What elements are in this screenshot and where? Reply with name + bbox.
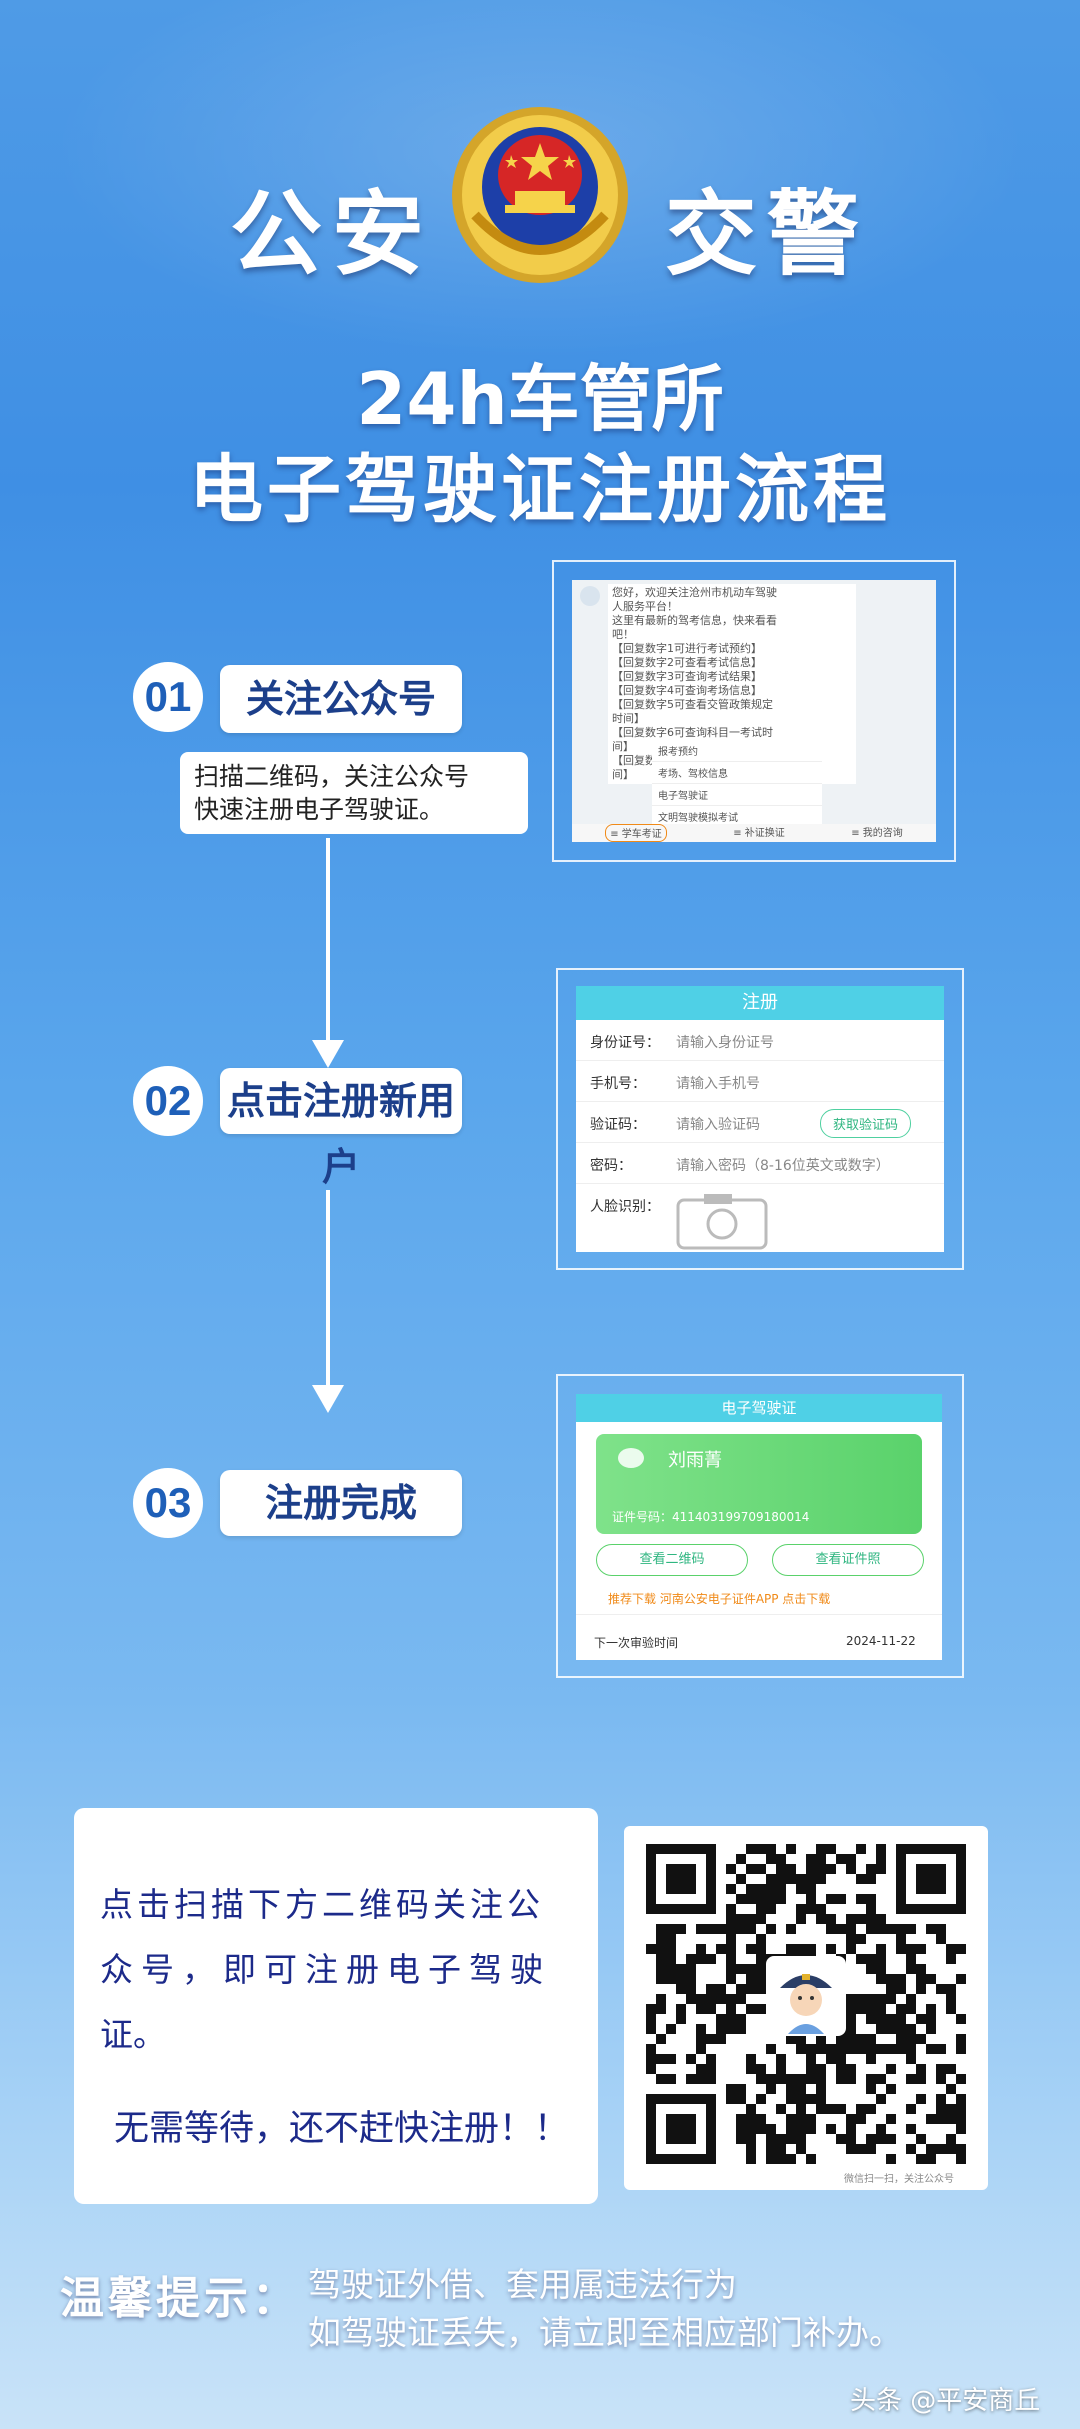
wechat-bottom-tabs: ≡ 学车考证 ≡ 补证换证 ≡ 我的咨询 <box>572 824 936 842</box>
register-row-face: 人脸识别： <box>576 1184 944 1252</box>
phone-label: 手机号： <box>590 1076 646 1092</box>
wechat-tab: ≡ 学车考证 <box>605 824 667 842</box>
chat-line: 【回复数字1可进行考试预约】 <box>612 642 762 655</box>
car-icon <box>618 1448 644 1468</box>
arrow-1-shaft <box>326 838 330 1043</box>
step1-number: 01 <box>133 662 203 732</box>
chat-avatar <box>580 586 600 606</box>
screenshot3-license: 电子驾驶证 刘雨菁 证件号码：411403199709180014 查看二维码 … <box>576 1394 942 1660</box>
step3-number: 03 <box>133 1468 203 1538</box>
wechat-menu-item: 报考预约 <box>652 740 822 762</box>
arrow-2-shaft <box>326 1190 330 1385</box>
arrow-2-head <box>312 1385 344 1413</box>
wechat-tab: ≡ 我的咨询 <box>851 828 903 839</box>
chat-line: 【回复数字5可查看交管政策规定 <box>612 698 773 711</box>
step2-label: 点击注册新用户 <box>220 1068 462 1189</box>
license-title-bar: 电子驾驶证 <box>576 1394 942 1422</box>
tip-label: 温馨提示： <box>60 2273 300 2324</box>
download-tip: 推荐下载 河南公安电子证件APP 点击下载 <box>608 1592 831 1606</box>
code-input: 请输入验证码 <box>676 1117 760 1133</box>
chat-line: 【回复数字2可查看考试信息】 <box>612 656 762 669</box>
step1-description: 扫描二维码，关注公众号 快速注册电子驾驶证。 <box>180 752 528 834</box>
qr-code-card[interactable]: 微信扫一扫，关注公众号 <box>624 1826 988 2190</box>
license-holder-name: 刘雨菁 <box>668 1450 722 1471</box>
divider <box>576 1614 942 1615</box>
license-cert-number: 证件号码：411403199709180014 <box>612 1510 810 1524</box>
tip-line1: 驾驶证外借、套用属违法行为 <box>308 2265 737 2304</box>
next-review-date: 2024-11-22 <box>846 1634 916 1648</box>
next-review-label: 下一次审验时间 <box>594 1636 679 1650</box>
register-row-password: 密码： 请输入密码（8-16位英文或数字） <box>576 1143 944 1184</box>
wechat-menu-popup: 报考预约考场、驾校信息电子驾驶证文明驾驶模拟考试 <box>652 740 822 828</box>
register-row-idcard: 身份证号： 请输入身份证号 <box>576 1020 944 1061</box>
get-code-button: 获取验证码 <box>820 1109 912 1138</box>
police-emblem-icon <box>452 107 628 283</box>
chat-line: 吧！ <box>612 628 634 641</box>
source-watermark: 头条 @平安商丘 <box>850 2386 1041 2416</box>
wechat-menu-item: 考场、驾校信息 <box>652 762 822 784</box>
view-cert-button: 查看证件照 <box>772 1544 924 1576</box>
step3-label: 注册完成 <box>220 1470 462 1536</box>
qr-caption: 微信扫一扫，关注公众号 <box>844 2174 954 2185</box>
camera-icon <box>676 1194 768 1250</box>
idcard-label: 身份证号： <box>590 1035 660 1051</box>
step2-number: 02 <box>133 1066 203 1136</box>
header-right-word: 交警 <box>665 181 870 288</box>
chat-line: 人服务平台！ <box>612 600 678 613</box>
bottom-info-card: 点击扫描下方二维码关注公 众号，即可注册电子驾驶 证。 无需等待，还不赶快注册！… <box>74 1808 598 2204</box>
password-label: 密码： <box>590 1158 632 1174</box>
register-row-phone: 手机号： 请输入手机号 <box>576 1061 944 1102</box>
page-title-line1: 24h车管所 <box>356 357 724 441</box>
step1-desc-line2: 快速注册电子驾驶证。 <box>194 795 445 824</box>
phone-input: 请输入手机号 <box>676 1076 760 1092</box>
chat-line: 间】 <box>612 768 634 781</box>
license-title: 电子驾驶证 <box>721 1399 797 1417</box>
code-label: 验证码： <box>590 1117 646 1133</box>
arrow-1-head <box>312 1040 344 1068</box>
chat-line: 时间】 <box>612 712 645 725</box>
tip-line2: 如驾驶证丢失，请立即至相应部门补办。 <box>308 2313 902 2352</box>
chat-line: 您好，欢迎关注沧州市机动车驾驶 <box>612 586 777 599</box>
register-title: 注册 <box>742 992 778 1013</box>
view-qr-button: 查看二维码 <box>596 1544 748 1576</box>
register-title-bar: 注册 <box>576 986 944 1020</box>
idcard-input: 请输入身份证号 <box>676 1035 774 1051</box>
screenshot2-frame <box>556 968 964 1270</box>
police-mascot-icon <box>766 1956 846 2036</box>
chat-line: 【回复数字4可查询考场信息】 <box>612 684 762 697</box>
chat-line: 这里有最新的驾考信息，快来看看 <box>612 614 777 627</box>
info-line3: 证。 <box>100 2015 166 2054</box>
screenshot1-frame <box>552 560 956 862</box>
chat-line: 【回复数字3可查询考试结果】 <box>612 670 762 683</box>
page-title-line2: 电子驾驶证注册流程 <box>189 447 891 533</box>
step1-label: 关注公众号 <box>220 665 462 733</box>
license-card: 刘雨菁 证件号码：411403199709180014 <box>596 1434 922 1534</box>
screenshot1-wechat: 您好，欢迎关注沧州市机动车驾驶人服务平台！这里有最新的驾考信息，快来看看吧！【回… <box>572 580 936 842</box>
chat-line: 间】 <box>612 740 634 753</box>
register-row-code: 验证码： 请输入验证码 获取验证码 <box>576 1102 944 1143</box>
screenshot3-frame <box>556 1374 964 1678</box>
wechat-menu-item: 电子驾驶证 <box>652 784 822 806</box>
info-line4: 无需等待，还不赶快注册！！ <box>114 2109 570 2149</box>
wechat-tab: ≡ 补证换证 <box>733 828 785 839</box>
qr-code-image[interactable] <box>646 1844 966 2164</box>
info-line1: 点击扫描下方二维码关注公 <box>100 1885 544 1924</box>
info-line2: 众号，即可注册电子驾驶 <box>100 1950 551 1989</box>
chat-line: 【回复数字6可查询科目一考试时 <box>612 726 773 739</box>
screenshot2-register: 注册 身份证号： 请输入身份证号 手机号： 请输入手机号 验证码： 请输入验证码 获取… <box>576 986 944 1252</box>
password-input: 请输入密码（8-16位英文或数字） <box>676 1158 890 1174</box>
header-left-word: 公安 <box>230 181 435 288</box>
face-label: 人脸识别： <box>590 1199 660 1215</box>
step1-desc-line1: 扫描二维码，关注公众号 <box>194 762 470 791</box>
